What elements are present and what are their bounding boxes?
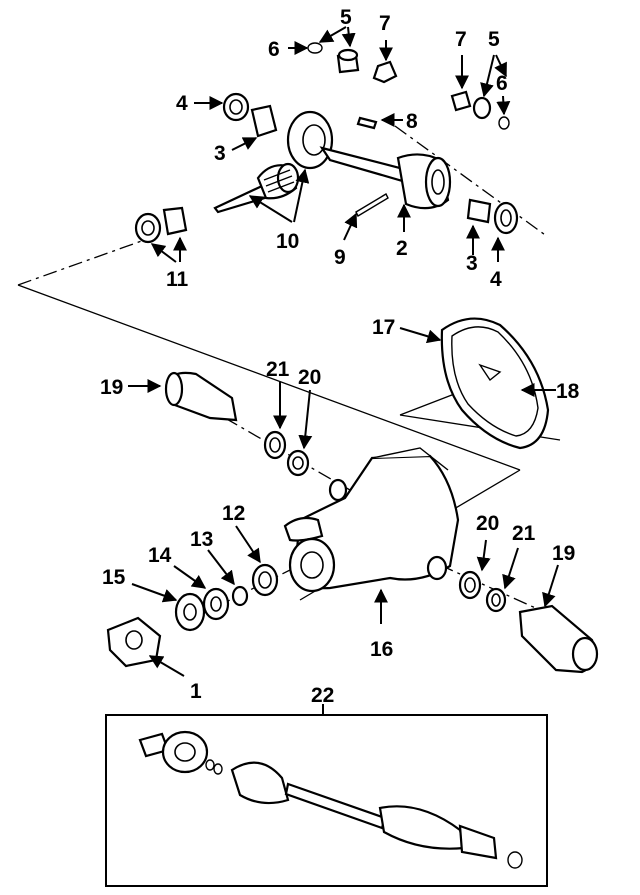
callout-7-upper-left: 7 (379, 12, 391, 35)
pinion-gear-shaft (213, 162, 300, 214)
callout-19-left: 19 (100, 376, 123, 399)
differential-cover (440, 317, 550, 450)
callout-18: 18 (556, 380, 580, 403)
differential-housing (283, 447, 460, 593)
callout-10: 10 (276, 230, 299, 253)
pinion-bearing-stack (106, 563, 279, 668)
callout-5-upper-right: 5 (488, 28, 500, 51)
callout-11: 11 (166, 268, 189, 291)
callout-3-left: 3 (214, 142, 226, 165)
callout-7-upper-right: 7 (455, 28, 467, 51)
leader-arrows (128, 26, 559, 715)
callout-4-left: 4 (176, 92, 188, 115)
callout-1: 1 (190, 680, 202, 703)
callout-2: 2 (396, 237, 408, 260)
callout-8: 8 (406, 110, 418, 133)
callout-5-upper-left: 5 (340, 6, 352, 29)
callout-16: 16 (370, 638, 393, 661)
callout-20-lower: 20 (476, 512, 499, 535)
callout-22: 22 (311, 684, 334, 707)
callout-13: 13 (190, 528, 213, 551)
callout-4-right: 4 (490, 268, 502, 291)
differential-carrier (319, 146, 452, 210)
ring-gear (286, 110, 334, 170)
small-parts-upper (134, 42, 519, 244)
callout-9: 9 (334, 246, 346, 269)
callout-15: 15 (102, 566, 126, 589)
callout-20-upper: 20 (298, 366, 321, 389)
cv-axle-inset-frame (105, 714, 548, 887)
callout-21-lower: 21 (512, 522, 536, 545)
callout-12: 12 (222, 502, 245, 525)
cv-axle-shaft (138, 730, 523, 869)
callout-labels: 6 5 7 7 5 6 4 3 8 10 9 2 3 4 11 17 18 19… (100, 6, 580, 707)
axle-tubes-and-seals (164, 371, 599, 674)
callout-6-upper-right: 6 (496, 72, 508, 95)
callout-6-upper-left: 6 (268, 38, 280, 61)
callout-3-right: 3 (466, 252, 478, 275)
callout-19-right: 19 (552, 542, 575, 565)
callout-21-upper: 21 (266, 358, 290, 381)
callout-14: 14 (148, 544, 172, 567)
callout-17: 17 (372, 316, 395, 339)
